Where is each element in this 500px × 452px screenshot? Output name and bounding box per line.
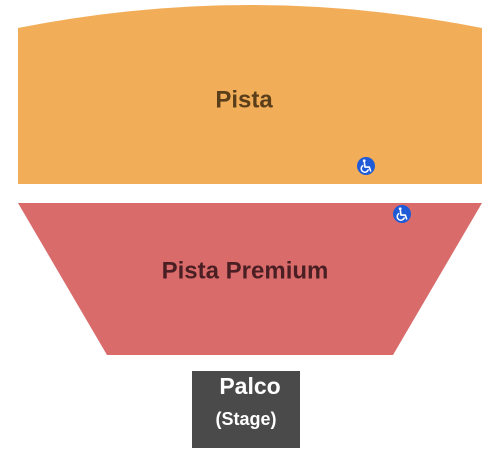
section-pista-premium[interactable]: Pista Premium xyxy=(18,203,482,355)
stage-title: Palco xyxy=(219,373,280,399)
stage-shape xyxy=(192,371,300,448)
section-pista-shape[interactable] xyxy=(18,5,482,184)
section-pista-premium-label: Pista Premium xyxy=(162,257,329,284)
stage: Palco (Stage) xyxy=(192,371,300,448)
stage-subtitle: (Stage) xyxy=(215,409,276,429)
section-pista[interactable]: Pista xyxy=(18,5,482,184)
wheelchair-icon xyxy=(393,205,411,223)
wheelchair-icon xyxy=(357,157,375,175)
section-pista-label: Pista xyxy=(215,86,273,113)
section-pista-premium-shape[interactable] xyxy=(18,203,482,355)
